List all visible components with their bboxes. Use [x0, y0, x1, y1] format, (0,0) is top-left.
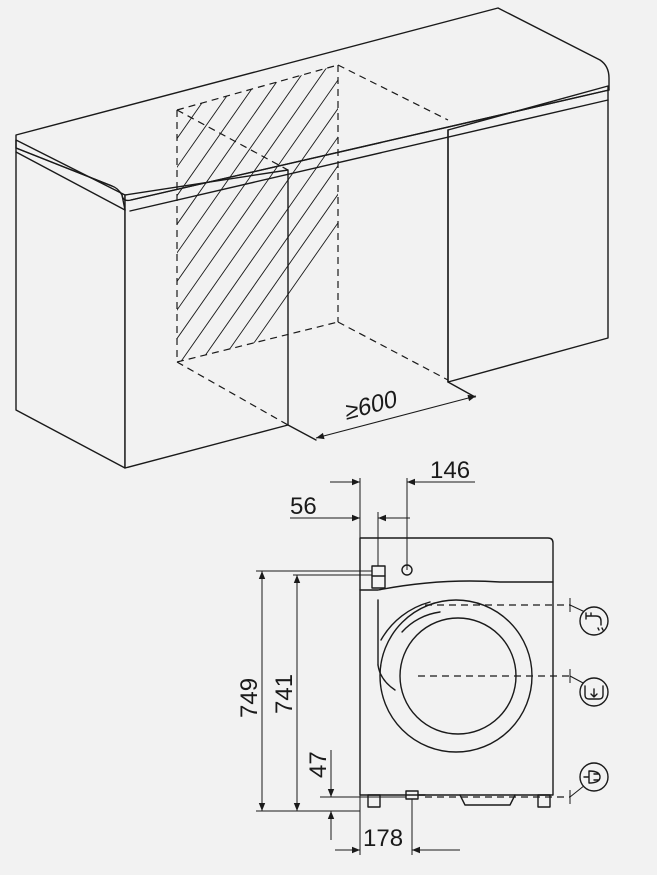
dim-749: 749: [236, 571, 266, 811]
dim-146: 146: [330, 457, 475, 570]
power-plug-icon: [579, 762, 609, 792]
drain-icon: [579, 677, 609, 707]
right-cabinet-front: [447, 85, 609, 383]
niche-outline: [176, 64, 449, 426]
dim-niche-width-line: [315, 394, 477, 440]
dim-178-label: 178: [363, 825, 403, 852]
machine-body: [359, 537, 554, 796]
dim-niche-width-label: ≥600: [345, 385, 398, 426]
foot-right: [537, 794, 551, 808]
dim-47: 47: [305, 750, 335, 840]
dim-741-label: 741: [271, 674, 298, 714]
dim-741: 741: [271, 575, 301, 811]
foot-left: [367, 794, 381, 808]
dim-146-label: 146: [430, 457, 470, 484]
dim-47-label: 47: [305, 751, 332, 778]
dim-749-label: 749: [236, 678, 263, 718]
washing-machine-drawing: 146 56 749 741 47: [236, 457, 609, 855]
left-cabinet-front: [15, 139, 126, 469]
kitchen-niche-drawing: ≥600: [15, 7, 610, 469]
dim-56: 56: [290, 493, 410, 566]
dim-178: 178: [335, 795, 460, 855]
water-tap-icon: [579, 606, 609, 636]
dim-56-label: 56: [290, 493, 317, 520]
worktop: [15, 7, 610, 202]
